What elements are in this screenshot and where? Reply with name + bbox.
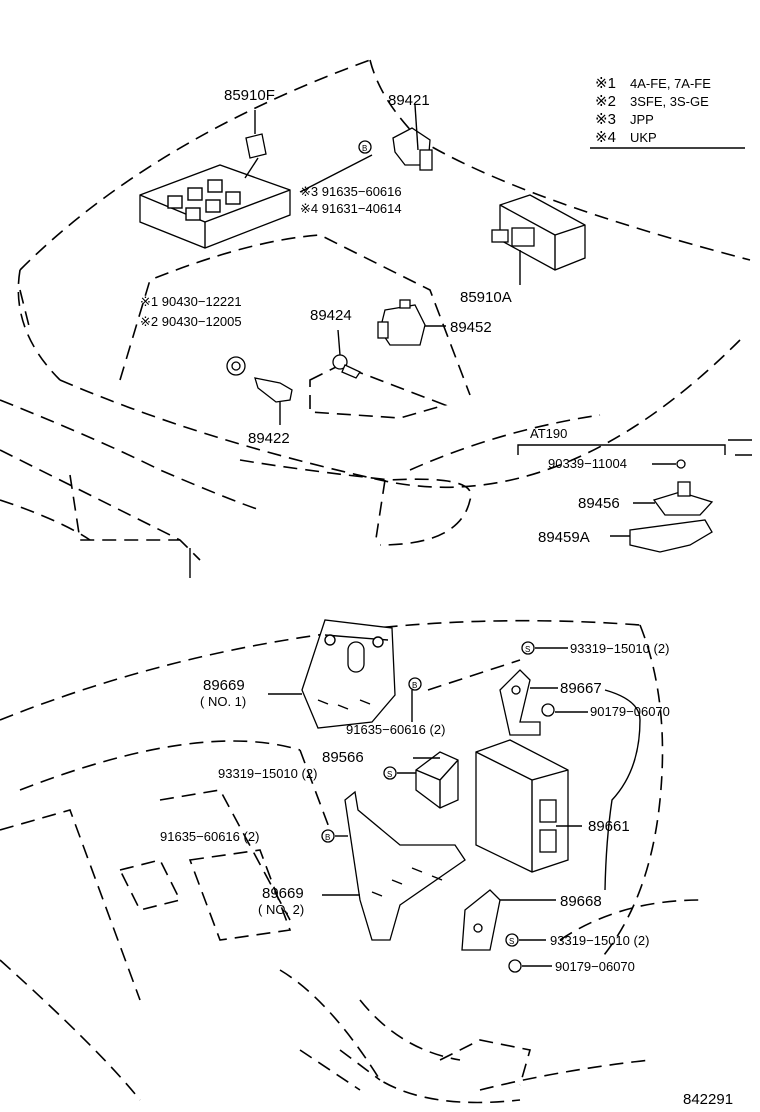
sensor-89424 <box>309 329 448 419</box>
legend-mark-1: ※1 <box>595 75 616 92</box>
b-icon: B <box>325 833 330 842</box>
label-93319-b: 93319−15010 (2) <box>218 766 317 781</box>
label-3sfe-90430: ※2 90430−12005 <box>140 314 242 329</box>
legend-text-3: JPP <box>630 112 654 127</box>
legend-text-4: UKP <box>630 130 657 145</box>
relay-block <box>139 110 291 249</box>
sensor-89422 <box>226 356 293 425</box>
label-89669-no2: 89669 <box>262 885 304 902</box>
label-93319-c: 93319−15010 (2) <box>550 933 649 948</box>
label-89669-no1-sub: ( NO. 1) <box>200 694 246 709</box>
legend-text-1: 4A-FE, 7A-FE <box>630 76 711 91</box>
s-icon: S <box>509 937 514 946</box>
label-89669-no1: 89669 <box>203 677 245 694</box>
interior-outline <box>0 619 701 1104</box>
bracket-89668: S <box>461 889 556 973</box>
label-89661: 89661 <box>588 818 630 835</box>
label-jpp-91635: ※3 91635−60616 <box>300 184 402 199</box>
s-icon: S <box>525 645 530 654</box>
at190-section <box>517 439 752 553</box>
label-90339: 90339−11004 <box>548 456 627 471</box>
label-85910F: 85910F <box>224 87 275 104</box>
label-91635-b: 91635−60616 (2) <box>160 829 259 844</box>
diagram-code: 842291 <box>683 1091 733 1108</box>
relay-85910A <box>491 194 586 285</box>
sensor-89421: B <box>299 104 433 193</box>
label-at190: AT190 <box>530 426 567 441</box>
label-89667: 89667 <box>560 680 602 697</box>
label-ukp-91631: ※4 91631−40614 <box>300 201 402 216</box>
label-90179-b: 90179−06070 <box>555 959 635 974</box>
label-89452: 89452 <box>450 319 492 336</box>
b-icon: B <box>412 681 417 690</box>
label-89424: 89424 <box>310 307 352 324</box>
connector-lines <box>604 689 641 891</box>
label-89566: 89566 <box>322 749 364 766</box>
label-93319-a: 93319−15010 (2) <box>570 641 669 656</box>
bracket-89669-no1 <box>268 619 396 729</box>
legend-mark-3: ※3 <box>595 111 616 128</box>
fastener-91635-a: B <box>408 659 521 722</box>
engine-compartment-outline <box>0 59 751 578</box>
label-91635-a: 91635−60616 (2) <box>346 722 445 737</box>
label-89459A: 89459A <box>538 529 590 546</box>
label-89456: 89456 <box>578 495 620 512</box>
label-89422: 89422 <box>248 430 290 447</box>
label-89668: 89668 <box>560 893 602 910</box>
b-icon: B <box>362 144 367 153</box>
label-89421: 89421 <box>388 92 430 109</box>
ecu-89661 <box>475 739 582 873</box>
legend-text-2: 3SFE, 3S-GE <box>630 94 709 109</box>
bracket-89667: S <box>499 641 588 736</box>
labels-bottom: 93319−15010 (2) 89669 ( NO. 1) 89667 901… <box>160 641 670 974</box>
label-4afe-90430: ※1 90430−12221 <box>140 294 242 309</box>
label-85910A: 85910A <box>460 289 512 306</box>
relay-89566: S <box>383 751 459 809</box>
legend-mark-2: ※2 <box>595 93 616 110</box>
bracket-89669-no2: B <box>321 790 466 941</box>
labels-top: 85910F 89421 ※3 91635−60616 ※4 91631−406… <box>140 87 627 546</box>
legend-mark-4: ※4 <box>595 129 616 146</box>
legend: ※1 4A-FE, 7A-FE ※2 3SFE, 3S-GE ※3 JPP ※4… <box>590 75 745 149</box>
s-icon: S <box>387 770 392 779</box>
sensor-89452 <box>377 299 446 346</box>
label-89669-no2-sub: ( NO. 2) <box>258 902 304 917</box>
label-90179-a: 90179−06070 <box>590 704 670 719</box>
